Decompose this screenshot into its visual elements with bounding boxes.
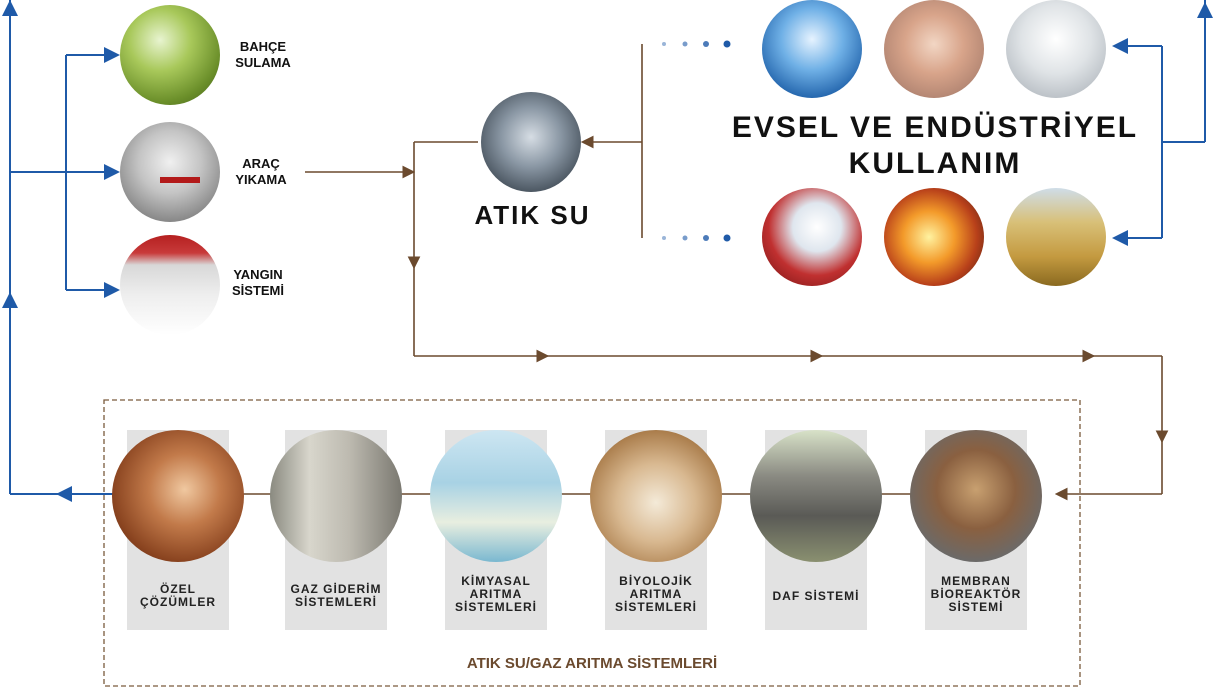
water-glass-image bbox=[762, 0, 862, 98]
hand-wash-image bbox=[884, 0, 984, 98]
right-blue-loop bbox=[1112, 0, 1213, 246]
car-wash-image bbox=[120, 122, 220, 222]
custom-solutions-image bbox=[112, 430, 244, 562]
shower-image bbox=[1006, 0, 1106, 98]
fire-system-image bbox=[120, 235, 220, 335]
wheat-field-image bbox=[1006, 188, 1106, 286]
industrial-fire-image bbox=[884, 188, 984, 286]
wastewater-image bbox=[481, 92, 581, 192]
systems-box-label: ATIK SU/GAZ ARITMA SİSTEMLERİ bbox=[466, 655, 718, 672]
brown-flow bbox=[230, 44, 1169, 501]
dots-top bbox=[662, 40, 731, 48]
pills-image bbox=[762, 188, 862, 286]
system-label-daf: DAF SİSTEMİ bbox=[772, 589, 860, 603]
left-blue-loop bbox=[2, 0, 126, 502]
garden-irrigation-image bbox=[120, 5, 220, 105]
gas-removal-image bbox=[270, 430, 402, 562]
daf-system-image bbox=[750, 430, 882, 562]
membrane-bioreactor-image bbox=[910, 430, 1042, 562]
systems-box bbox=[103, 399, 1081, 687]
dots-bottom bbox=[662, 234, 731, 242]
wastewater-title: ATIK SU bbox=[474, 200, 591, 230]
biological-treatment-image bbox=[590, 430, 722, 562]
chemical-treatment-image bbox=[430, 430, 562, 562]
